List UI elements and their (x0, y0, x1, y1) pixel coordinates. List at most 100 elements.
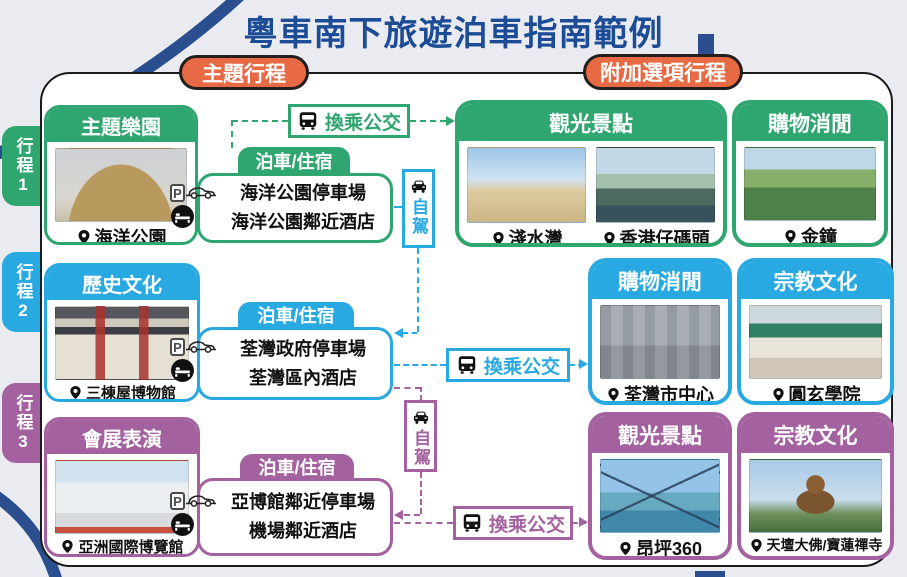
connector-blue-h2 (394, 364, 446, 366)
arrow-blue-left (394, 328, 403, 338)
connector-purple-v1 (420, 387, 422, 400)
photo-yuen-yuen-institute (749, 305, 882, 379)
pill-theme-itinerary-label: 主題行程 (202, 62, 286, 86)
arrow-green-right (446, 116, 455, 126)
theme-card-ocean-park: 主題樂園 海洋公園 (44, 105, 198, 245)
location-pin-icon (620, 541, 631, 555)
photo-ocean-park (55, 148, 187, 222)
transfer-bus-label: 換乘公交 (483, 356, 560, 378)
two-photo-row: 淺水灣 香港仔碼頭 (459, 141, 723, 247)
parking-icons-2: P (170, 335, 217, 383)
itinerary-tab-3-label: 行程3 (13, 393, 33, 453)
connector-blue-h1 (403, 332, 417, 334)
parking-line: 海洋公園鄰近酒店 (231, 212, 375, 232)
card-location-row: 海洋公園 (47, 222, 195, 242)
card-location: 荃灣市中心 (624, 385, 714, 405)
parking-box-3: 亞博館鄰近停車場 機場鄰近酒店 (197, 478, 393, 556)
bus-icon (299, 112, 317, 130)
self-drive-box-2: 自駕 (404, 400, 437, 472)
card-location: 淺水灣 (508, 229, 563, 247)
location-pin-icon (608, 387, 619, 401)
self-drive-label: 自駕 (411, 429, 430, 467)
car-side-icon (186, 495, 216, 507)
card-category: 主題樂園 (47, 108, 195, 142)
location-pin-icon (492, 231, 504, 243)
parking-tab-1: 泊車/住宿 (238, 147, 350, 174)
card-category: 會展表演 (47, 420, 197, 454)
location-pin-icon (785, 229, 796, 243)
photo-tsuen-wan-centre (600, 305, 720, 379)
connector-purple-v2 (420, 472, 422, 514)
card-location-row: 昂坪360 (592, 533, 728, 556)
transfer-bus-box-1: 換乘公交 (288, 104, 410, 138)
hotel-bed-icon (171, 205, 194, 228)
card-category: 歷史文化 (47, 266, 197, 300)
photo-ngong-ping-360 (600, 459, 720, 533)
location-pin-icon (78, 230, 89, 242)
itinerary-tab-1-label: 行程1 (13, 136, 33, 196)
card-category: 觀光景點 (592, 416, 728, 453)
card-location-row: 淺水灣 (467, 223, 586, 247)
parking-line: 機場鄰近酒店 (249, 521, 357, 541)
card-location-row: 香港仔碼頭 (596, 223, 715, 247)
location-pin-icon (772, 387, 784, 401)
bus-icon (458, 356, 476, 374)
photo-sam-tung-uk (55, 306, 189, 380)
card-location: 金鐘 (801, 227, 837, 247)
parking-icons-3: P (170, 489, 217, 537)
parking-car-icon: P (170, 335, 217, 356)
parking-box-1: 海洋公園停車場 海洋公園鄰近酒店 (197, 173, 393, 243)
option-col: 淺水灣 (467, 141, 586, 247)
connector-purple-h2 (404, 514, 420, 516)
card-location-row: 圓玄學院 (741, 379, 890, 405)
hotel-bed-icon (171, 513, 194, 536)
photo-repulse-bay (467, 147, 586, 223)
connector-green-h1 (232, 120, 288, 122)
arrow-purple-left (394, 510, 403, 520)
parking-icons-1: P (170, 181, 217, 229)
photo-aberdeen-pier (596, 147, 715, 223)
connector-purple-h3 (394, 522, 453, 524)
car-front-icon (413, 411, 428, 424)
parking-sign-icon: P (170, 338, 185, 356)
card-category: 宗教文化 (741, 416, 890, 453)
parking-sign-icon: P (170, 184, 185, 202)
transfer-bus-label: 換乘公交 (488, 514, 565, 536)
theme-card-expo: 會展表演 亞洲國際博覽館 (44, 417, 200, 557)
card-location-row: 天壇大佛/寶蓮禪寺 (741, 533, 890, 556)
itinerary-tab-2-label: 行程2 (13, 262, 33, 322)
car-front-icon (411, 180, 426, 193)
card-location-row: 荃灣市中心 (592, 379, 728, 405)
card-location: 圓玄學院 (788, 385, 861, 405)
connector-green-v1 (231, 120, 233, 148)
connector-blue-v1 (417, 248, 419, 332)
photo-big-buddha (749, 459, 882, 533)
car-side-icon (186, 187, 216, 199)
option-col: 香港仔碼頭 (596, 141, 715, 247)
transfer-bus-label: 換乘公交 (324, 112, 401, 134)
page-title: 粵車南下旅遊泊車指南範例 (243, 15, 664, 53)
card-category: 觀光景點 (459, 104, 723, 141)
parking-car-icon: P (170, 181, 217, 202)
card-category: 購物消閒 (592, 262, 728, 299)
card-location: 香港仔碼頭 (619, 229, 710, 247)
option-card-religion-2: 宗教文化 圓玄學院 (737, 258, 894, 405)
option-card-sightseeing-3: 觀光景點 昂坪360 (588, 412, 732, 560)
parking-box-2: 荃灣政府停車場 荃灣區內酒店 (197, 327, 393, 400)
photo-admiralty (744, 147, 876, 221)
photo-asiaworld-expo (55, 460, 189, 534)
parking-line: 荃灣區內酒店 (249, 367, 357, 388)
parking-tab-3: 泊車/住宿 (240, 454, 354, 479)
card-location-row: 金鐘 (736, 221, 884, 247)
location-pin-icon (62, 539, 74, 554)
decor-bar-bottom (695, 571, 725, 577)
arrow-purple-right (579, 517, 588, 527)
connector-blue-h0 (394, 206, 402, 208)
connector-purple-h1 (394, 387, 421, 389)
location-pin-icon (603, 231, 615, 243)
transfer-bus-box-3: 換乘公交 (453, 506, 573, 540)
decor-bar-top (698, 34, 714, 58)
arrow-blue-right (579, 359, 588, 369)
bus-icon (463, 514, 481, 532)
card-location: 亞洲國際博覽館 (78, 539, 184, 556)
